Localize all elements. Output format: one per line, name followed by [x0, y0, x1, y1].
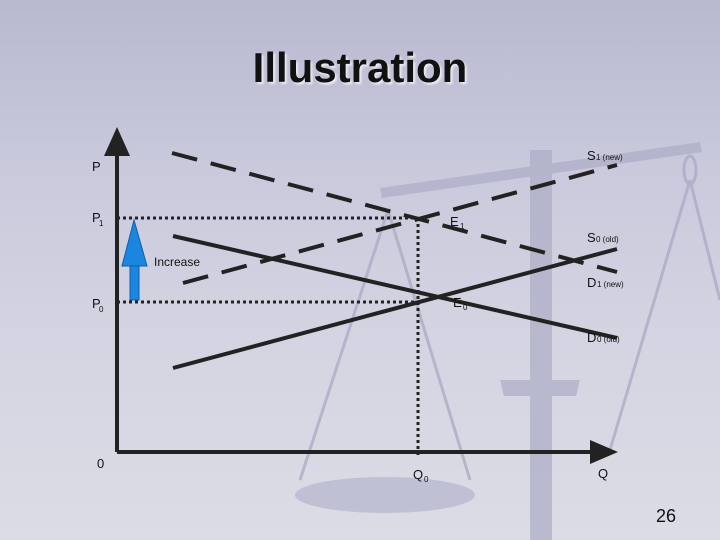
x-axis-arrowhead: [590, 440, 618, 464]
x-axis-label: Q: [598, 466, 608, 481]
s1-label: S: [587, 148, 596, 163]
e1-sub: 1: [460, 222, 465, 231]
origin-label: 0: [97, 456, 104, 471]
s1-sub: 1 (new): [596, 153, 623, 162]
s0-label: S: [587, 230, 596, 245]
d1-sub: 1 (new): [597, 280, 624, 289]
d0-old-line: [173, 236, 617, 338]
d1-label: D: [587, 275, 596, 290]
p1-sub: 1: [99, 219, 104, 228]
increase-arrow-shaft: [130, 264, 139, 300]
e0-sub: 0: [463, 303, 468, 312]
p0-sub: 0: [99, 305, 104, 314]
d0-sub: 0 (old): [597, 335, 620, 344]
y-axis-label: P: [92, 159, 101, 174]
s0-sub: 0 (old): [596, 235, 619, 244]
q0-sub: 0: [424, 475, 429, 484]
e0-label: E: [453, 295, 462, 310]
d1-new-line: [172, 153, 617, 272]
increase-arrow-head: [122, 220, 147, 266]
y-axis-arrowhead: [104, 127, 130, 156]
e1-label: E: [450, 214, 459, 229]
increase-label: Increase: [154, 255, 200, 269]
page-number: 26: [656, 506, 676, 527]
d0-label: D: [587, 330, 596, 345]
q0-label: Q: [413, 467, 423, 482]
